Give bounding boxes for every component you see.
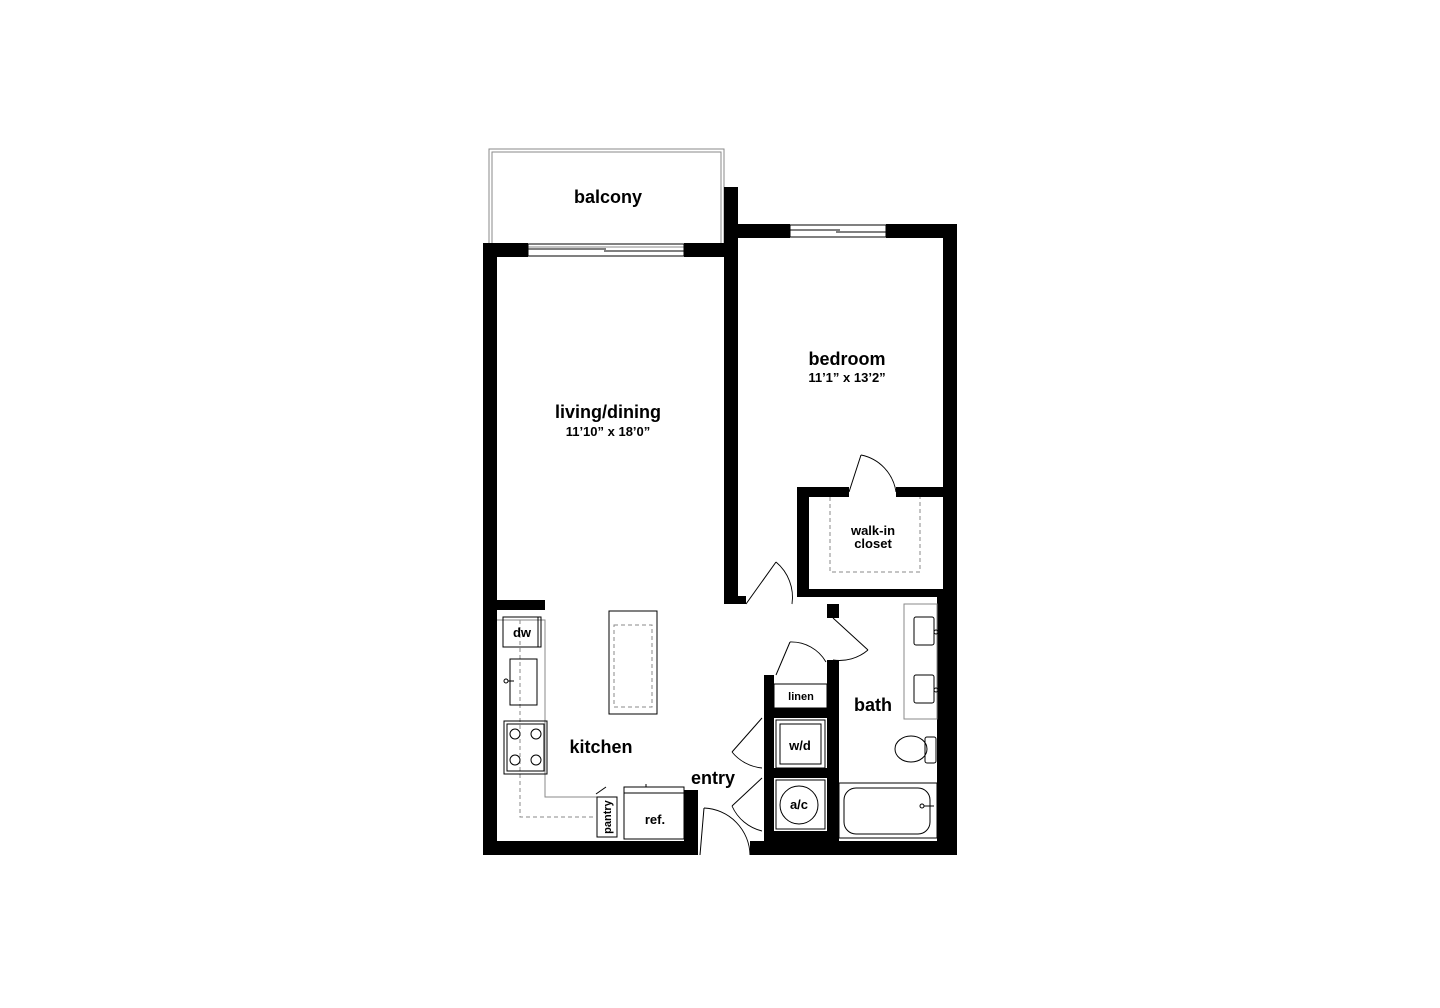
dishwasher-label: dw (513, 625, 532, 640)
utility-fixtures (773, 683, 828, 830)
balcony-label: balcony (574, 187, 642, 207)
linen-label: linen (788, 691, 814, 703)
washer-dryer-label: w/d (788, 738, 811, 753)
kitchen-fixtures (497, 610, 685, 840)
walk-in-closet-label-line2: closet (854, 536, 892, 551)
washer-dryer (775, 719, 826, 769)
pantry (596, 796, 618, 838)
bath-label: bath (854, 695, 892, 715)
bathtub (838, 782, 938, 839)
air-conditioner (775, 779, 826, 830)
toilet (894, 735, 937, 764)
closet-fixtures (829, 497, 921, 573)
kitchen-label: kitchen (569, 737, 632, 757)
bedroom-label: bedroom (808, 349, 885, 369)
dishwasher (502, 616, 542, 648)
bath-fixtures (838, 603, 939, 839)
kitchen-sink (509, 658, 538, 706)
entry-label: entry (691, 768, 735, 788)
windows (527, 224, 887, 257)
kitchen-island (608, 610, 658, 715)
air-conditioner-label: a/c (790, 797, 808, 812)
living-dining-label: living/dining (555, 402, 661, 422)
living-dining-dimensions: 11’10” x 18’0” (566, 424, 651, 439)
bedroom-dimensions: 11’1” x 13’2” (808, 370, 885, 385)
refrigerator (623, 786, 685, 840)
range (503, 720, 548, 775)
vanity (903, 603, 938, 720)
pantry-label: pantry (602, 799, 614, 834)
linen-shelf (773, 683, 828, 709)
labels: balcony living/dining 11’10” x 18’0” bed… (513, 187, 895, 834)
walls (483, 187, 957, 855)
doors (595, 454, 897, 856)
walk-in-closet-label-line1: walk-in (850, 523, 895, 538)
refrigerator-label: ref. (645, 812, 665, 827)
